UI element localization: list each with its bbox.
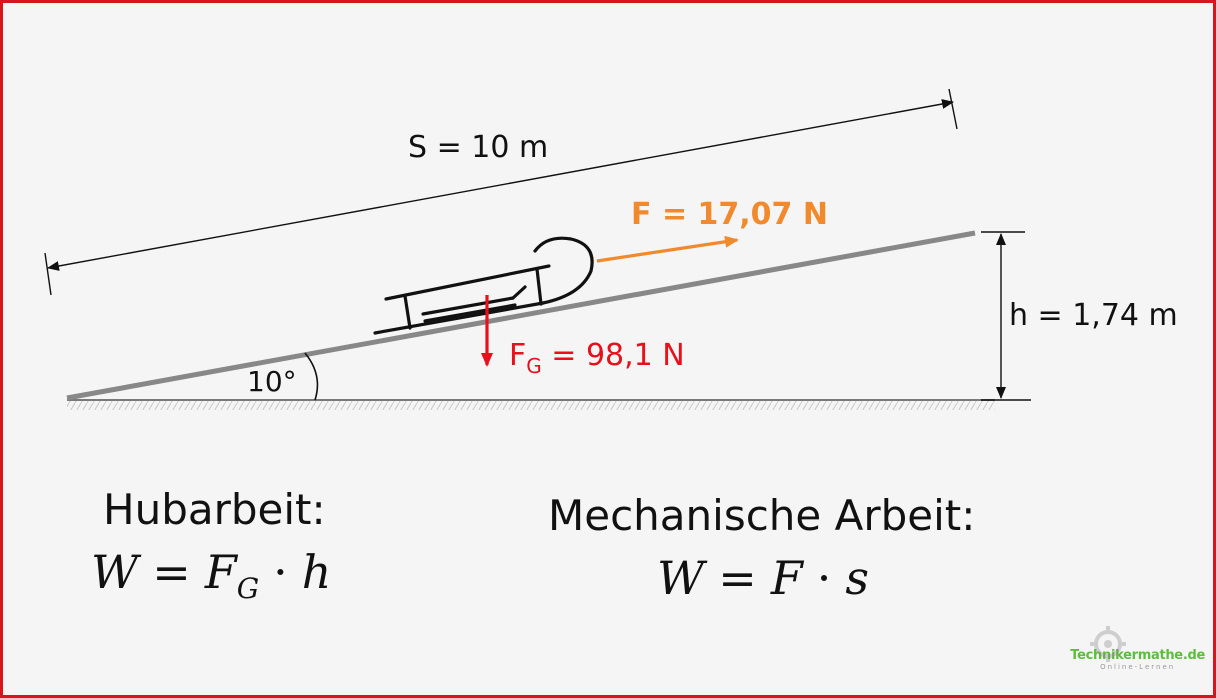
formula-symbol-f: F [770, 551, 803, 605]
angle-label: 10° [247, 365, 297, 398]
formula-dot: · [273, 545, 288, 599]
lift-work-title: Hubarbeit: [103, 485, 326, 534]
distance-tick-right [948, 88, 958, 130]
site-logo: Technikermathe.de Online-Lernen [1070, 626, 1205, 671]
distance-arrow [47, 99, 954, 271]
inclined-plane-diagram: 10° S = 10 m h = 1,74 m F = [44, 88, 1178, 410]
formula-symbol-f: F [204, 545, 237, 599]
distance-label: S = 10 m [408, 130, 548, 165]
formula-subscript-g: G [236, 572, 260, 605]
height-label: h = 1,74 m [1009, 298, 1178, 333]
ramp-line [66, 230, 976, 401]
sled-icon [373, 236, 594, 335]
formula-equals: = [152, 545, 191, 599]
logo-text: Technikermathe.de [1070, 648, 1205, 663]
distance-tick-left [44, 252, 52, 296]
formula-symbol-w: W [91, 545, 139, 599]
pull-force-arrow [596, 235, 739, 263]
mechanical-work-formula: W=F·s [657, 551, 869, 605]
gear-icon [1090, 626, 1127, 662]
weight-force-label: FG = 98,1 N [509, 338, 685, 378]
pull-force-label: F = 17,07 N [631, 197, 828, 232]
angle-arc [304, 352, 319, 401]
logo-subtext: Online-Lernen [1100, 663, 1176, 671]
formula-symbol-w: W [657, 551, 705, 605]
formula-symbol-s: s [845, 551, 869, 605]
formula-equals: = [718, 551, 757, 605]
ground-hatch [67, 400, 995, 410]
formula-dot: · [816, 551, 832, 605]
lift-work-formula: W=FG ·h [91, 545, 331, 605]
mechanical-work-title: Mechanische Arbeit: [548, 491, 976, 540]
formula-symbol-h: h [301, 545, 332, 599]
